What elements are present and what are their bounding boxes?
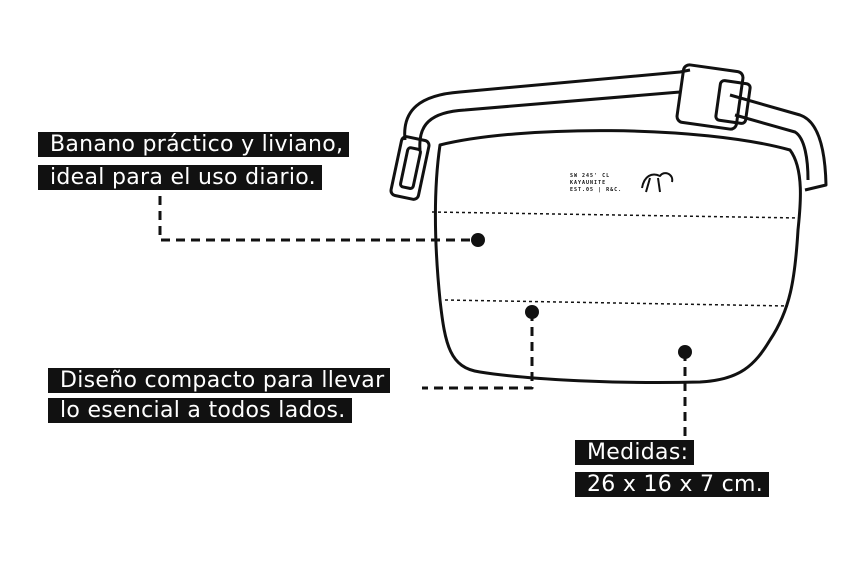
callout-3-line-1: Medidas: <box>575 440 695 465</box>
logo-line: EST.05 | R&C. <box>570 187 623 193</box>
strap <box>403 68 691 141</box>
callout-2-line-2: lo esencial a todos lados. <box>48 398 352 423</box>
leader-line-2 <box>422 312 534 390</box>
point-marker <box>525 305 539 319</box>
point-marker <box>678 345 692 359</box>
logo-line: KAYAUNITE <box>570 180 607 186</box>
callout-2-line-1: Diseño compacto para llevar <box>48 368 391 393</box>
leader-line-1 <box>158 196 478 242</box>
callout-3-line-2: 26 x 16 x 7 cm. <box>575 472 770 497</box>
logo-line: SW 245' CL <box>570 173 611 179</box>
point-marker <box>471 233 485 247</box>
brand-logo-text: SW 245' CL KAYAUNITE EST.05 | R&C. <box>570 173 622 194</box>
callout-1-line-1: Banano práctico y liviano, <box>38 132 350 157</box>
callout-1-line-2: ideal para el uso diario. <box>38 165 322 190</box>
buckle <box>675 63 745 131</box>
strap-slider <box>389 135 431 201</box>
bag-body <box>433 129 802 384</box>
